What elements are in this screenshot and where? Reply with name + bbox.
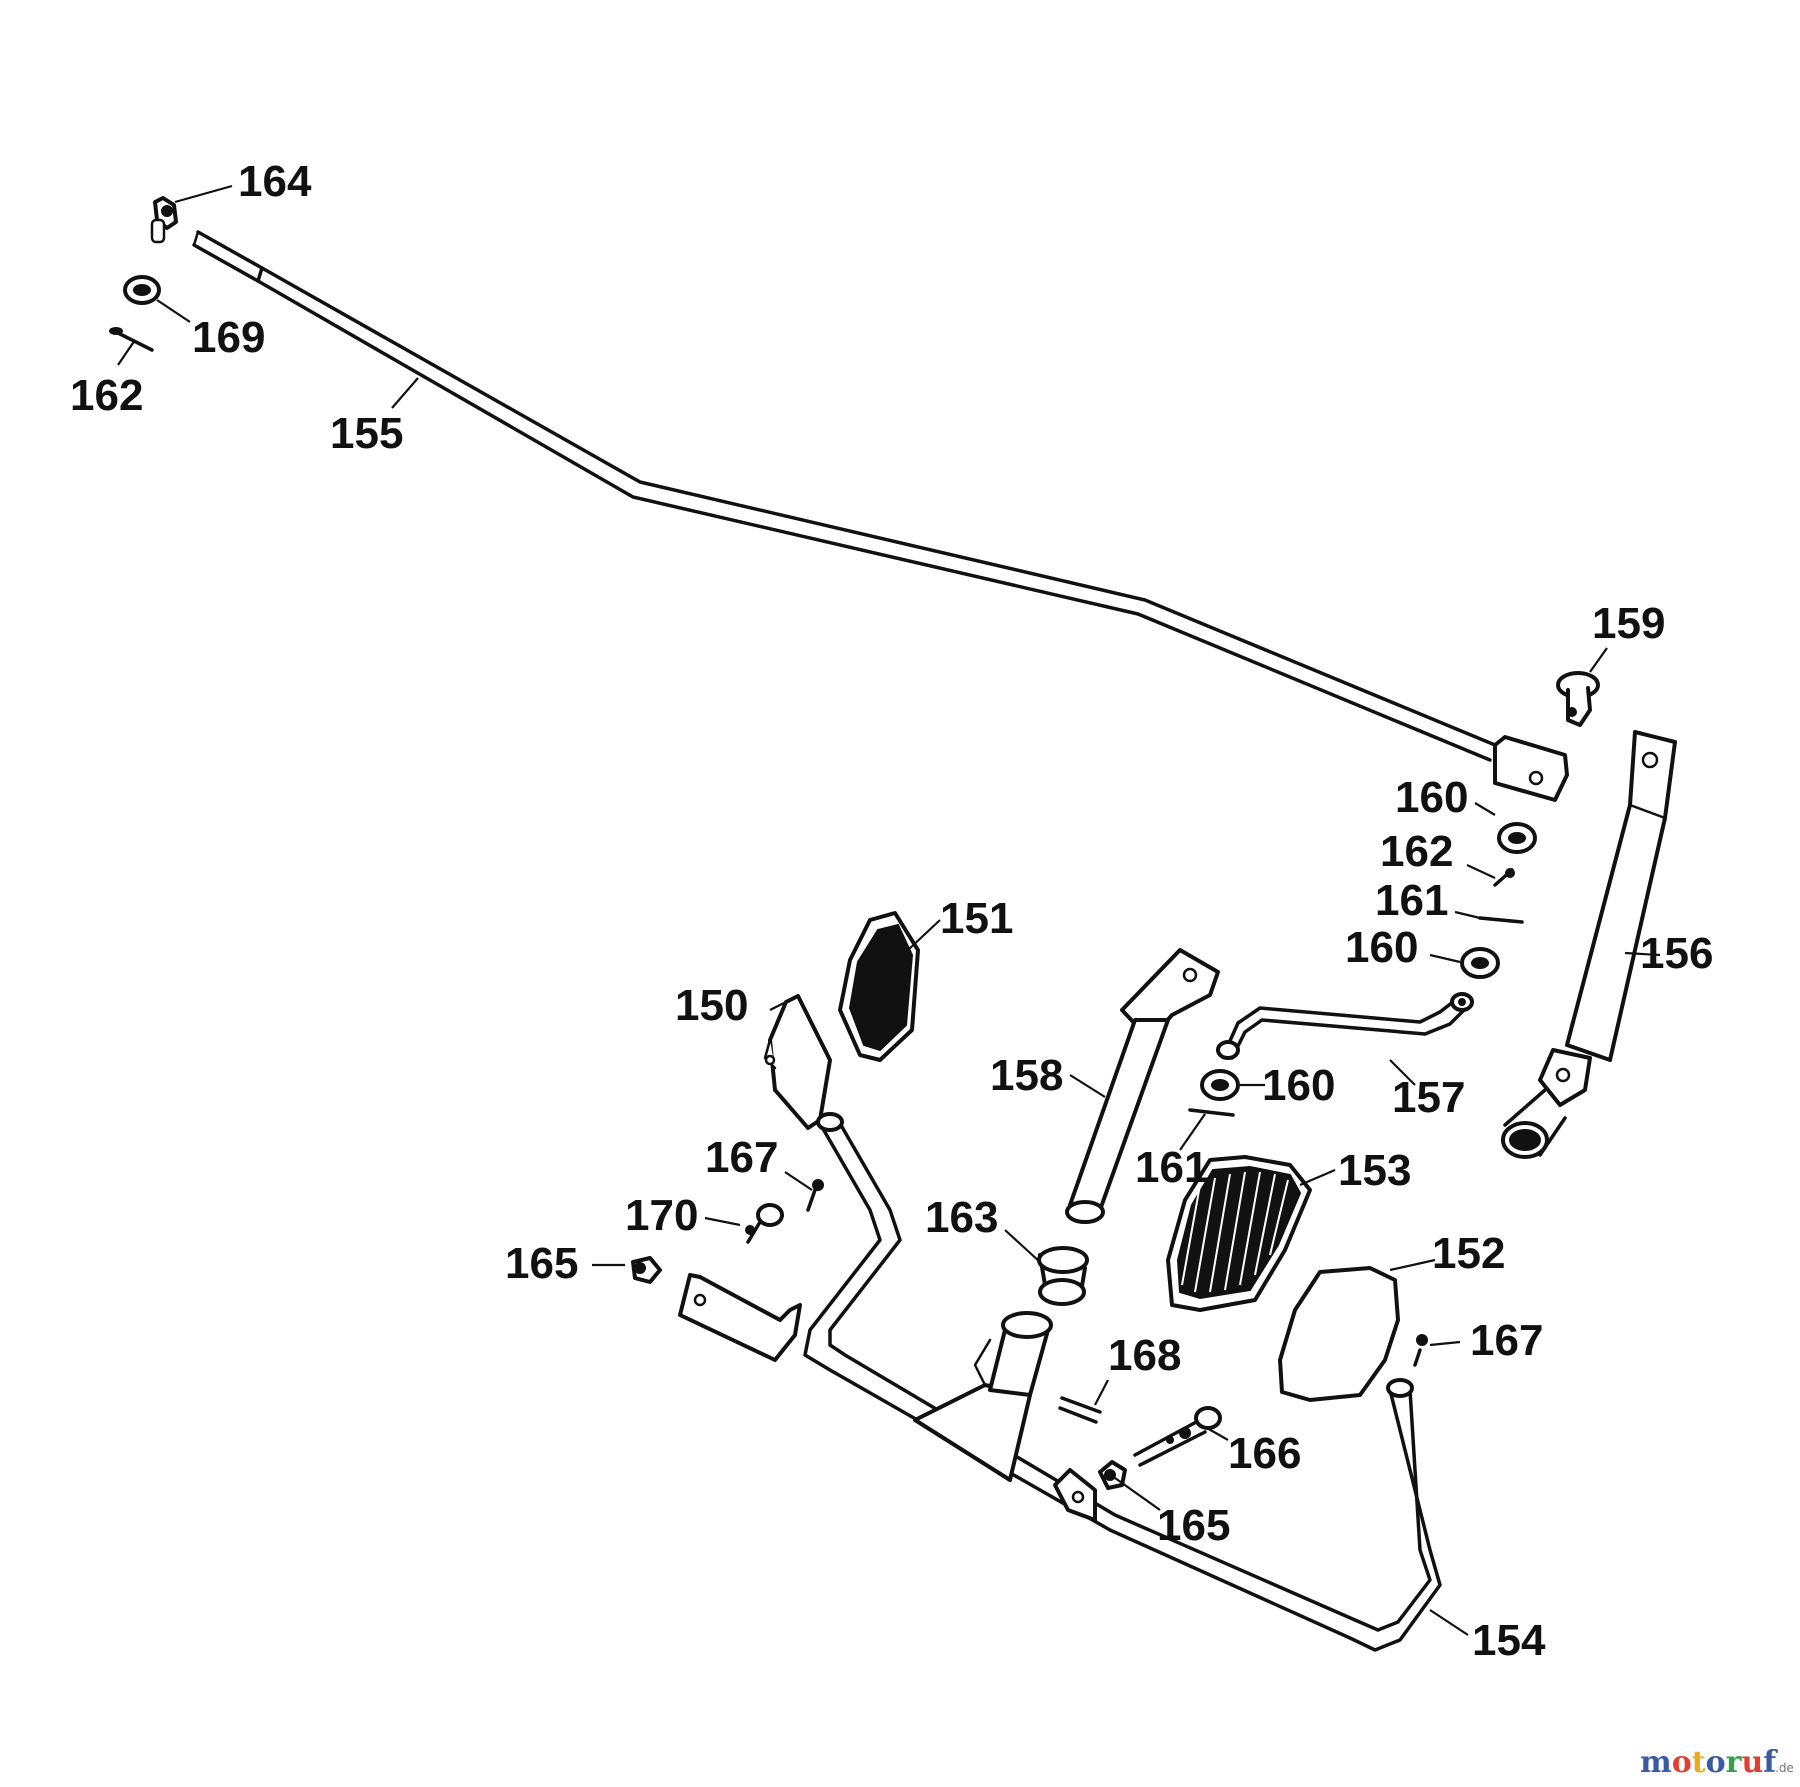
label-170: 170 <box>625 1191 698 1240</box>
part-labels: 164 169 162 155 159 160 162 161 160 156 … <box>70 157 1713 1665</box>
label-166: 166 <box>1228 1429 1301 1478</box>
logo-letter: r <box>1726 1745 1743 1780</box>
label-151: 151 <box>940 894 1013 943</box>
logo-letter: f <box>1763 1745 1778 1780</box>
pedal-plate-152 <box>1278 1266 1400 1402</box>
bracket-155-end <box>1493 735 1569 802</box>
label-163: 163 <box>925 1193 998 1242</box>
pedal-pad-153 <box>1166 1155 1312 1312</box>
label-157: 157 <box>1392 1073 1465 1122</box>
label-159: 159 <box>1592 599 1665 648</box>
washer-169 <box>123 275 161 305</box>
rod-155 <box>192 230 1497 762</box>
leader-lines <box>117 184 1661 1636</box>
label-160-2: 160 <box>1345 923 1418 972</box>
label-164: 164 <box>238 157 312 206</box>
label-153: 153 <box>1338 1146 1411 1195</box>
bolt-166 <box>1133 1406 1222 1467</box>
logo-letter: u <box>1741 1745 1763 1780</box>
washer-160-3 <box>1200 1069 1240 1101</box>
link-rod-157 <box>1216 992 1474 1060</box>
label-167-right: 167 <box>1470 1316 1543 1365</box>
pin-167-right <box>1413 1334 1428 1367</box>
label-161-2: 161 <box>1135 1143 1208 1192</box>
pin-168 <box>1058 1396 1102 1424</box>
label-152: 152 <box>1432 1229 1505 1278</box>
pin-167-left <box>806 1179 824 1212</box>
logo-letter: o <box>1672 1745 1692 1780</box>
label-165-left: 165 <box>505 1239 578 1288</box>
bolt-170 <box>745 1203 784 1244</box>
label-158: 158 <box>990 1051 1063 1100</box>
label-161-1: 161 <box>1375 876 1448 925</box>
label-165-right: 165 <box>1157 1501 1230 1550</box>
label-150: 150 <box>675 981 748 1030</box>
label-167-left: 167 <box>705 1133 778 1182</box>
label-154: 154 <box>1472 1616 1546 1665</box>
spring-pin-161-2 <box>1188 1108 1235 1117</box>
label-155: 155 <box>330 409 403 458</box>
pedal-frame-154 <box>678 1112 1442 1652</box>
washer-160-1 <box>1497 822 1537 854</box>
clevis-pin-159 <box>1556 671 1600 727</box>
label-169: 169 <box>192 313 265 362</box>
label-160-3: 160 <box>1262 1061 1335 1110</box>
logo-letter: o <box>1706 1745 1726 1780</box>
cotter-pin-162-right <box>1493 868 1515 887</box>
spring-pin-161-1 <box>1478 916 1524 924</box>
watermark-logo: motoruf .de <box>1640 1745 1794 1780</box>
cotter-pin-162-top <box>109 327 154 352</box>
label-160-1: 160 <box>1395 773 1468 822</box>
nut-165-left <box>631 1256 662 1284</box>
label-168: 168 <box>1108 1331 1181 1380</box>
logo-letter: t <box>1692 1745 1706 1780</box>
nut-165-right <box>1098 1460 1127 1490</box>
bushing-163 <box>1037 1246 1089 1306</box>
tube-156 <box>1501 730 1677 1159</box>
pin-164 <box>150 196 178 244</box>
washer-160-2 <box>1460 947 1500 979</box>
label-162-top: 162 <box>70 371 143 420</box>
label-162-right: 162 <box>1380 827 1453 876</box>
pedal-pad-151 <box>838 911 920 1062</box>
svg-text:motoruf: motoruf <box>1640 1745 1778 1780</box>
logo-letter: m <box>1640 1745 1672 1780</box>
pedal-plate-150 <box>763 994 832 1130</box>
logo-tld: .de <box>1775 1761 1794 1775</box>
pivot-arm-158 <box>1065 948 1220 1224</box>
label-156: 156 <box>1640 929 1713 978</box>
